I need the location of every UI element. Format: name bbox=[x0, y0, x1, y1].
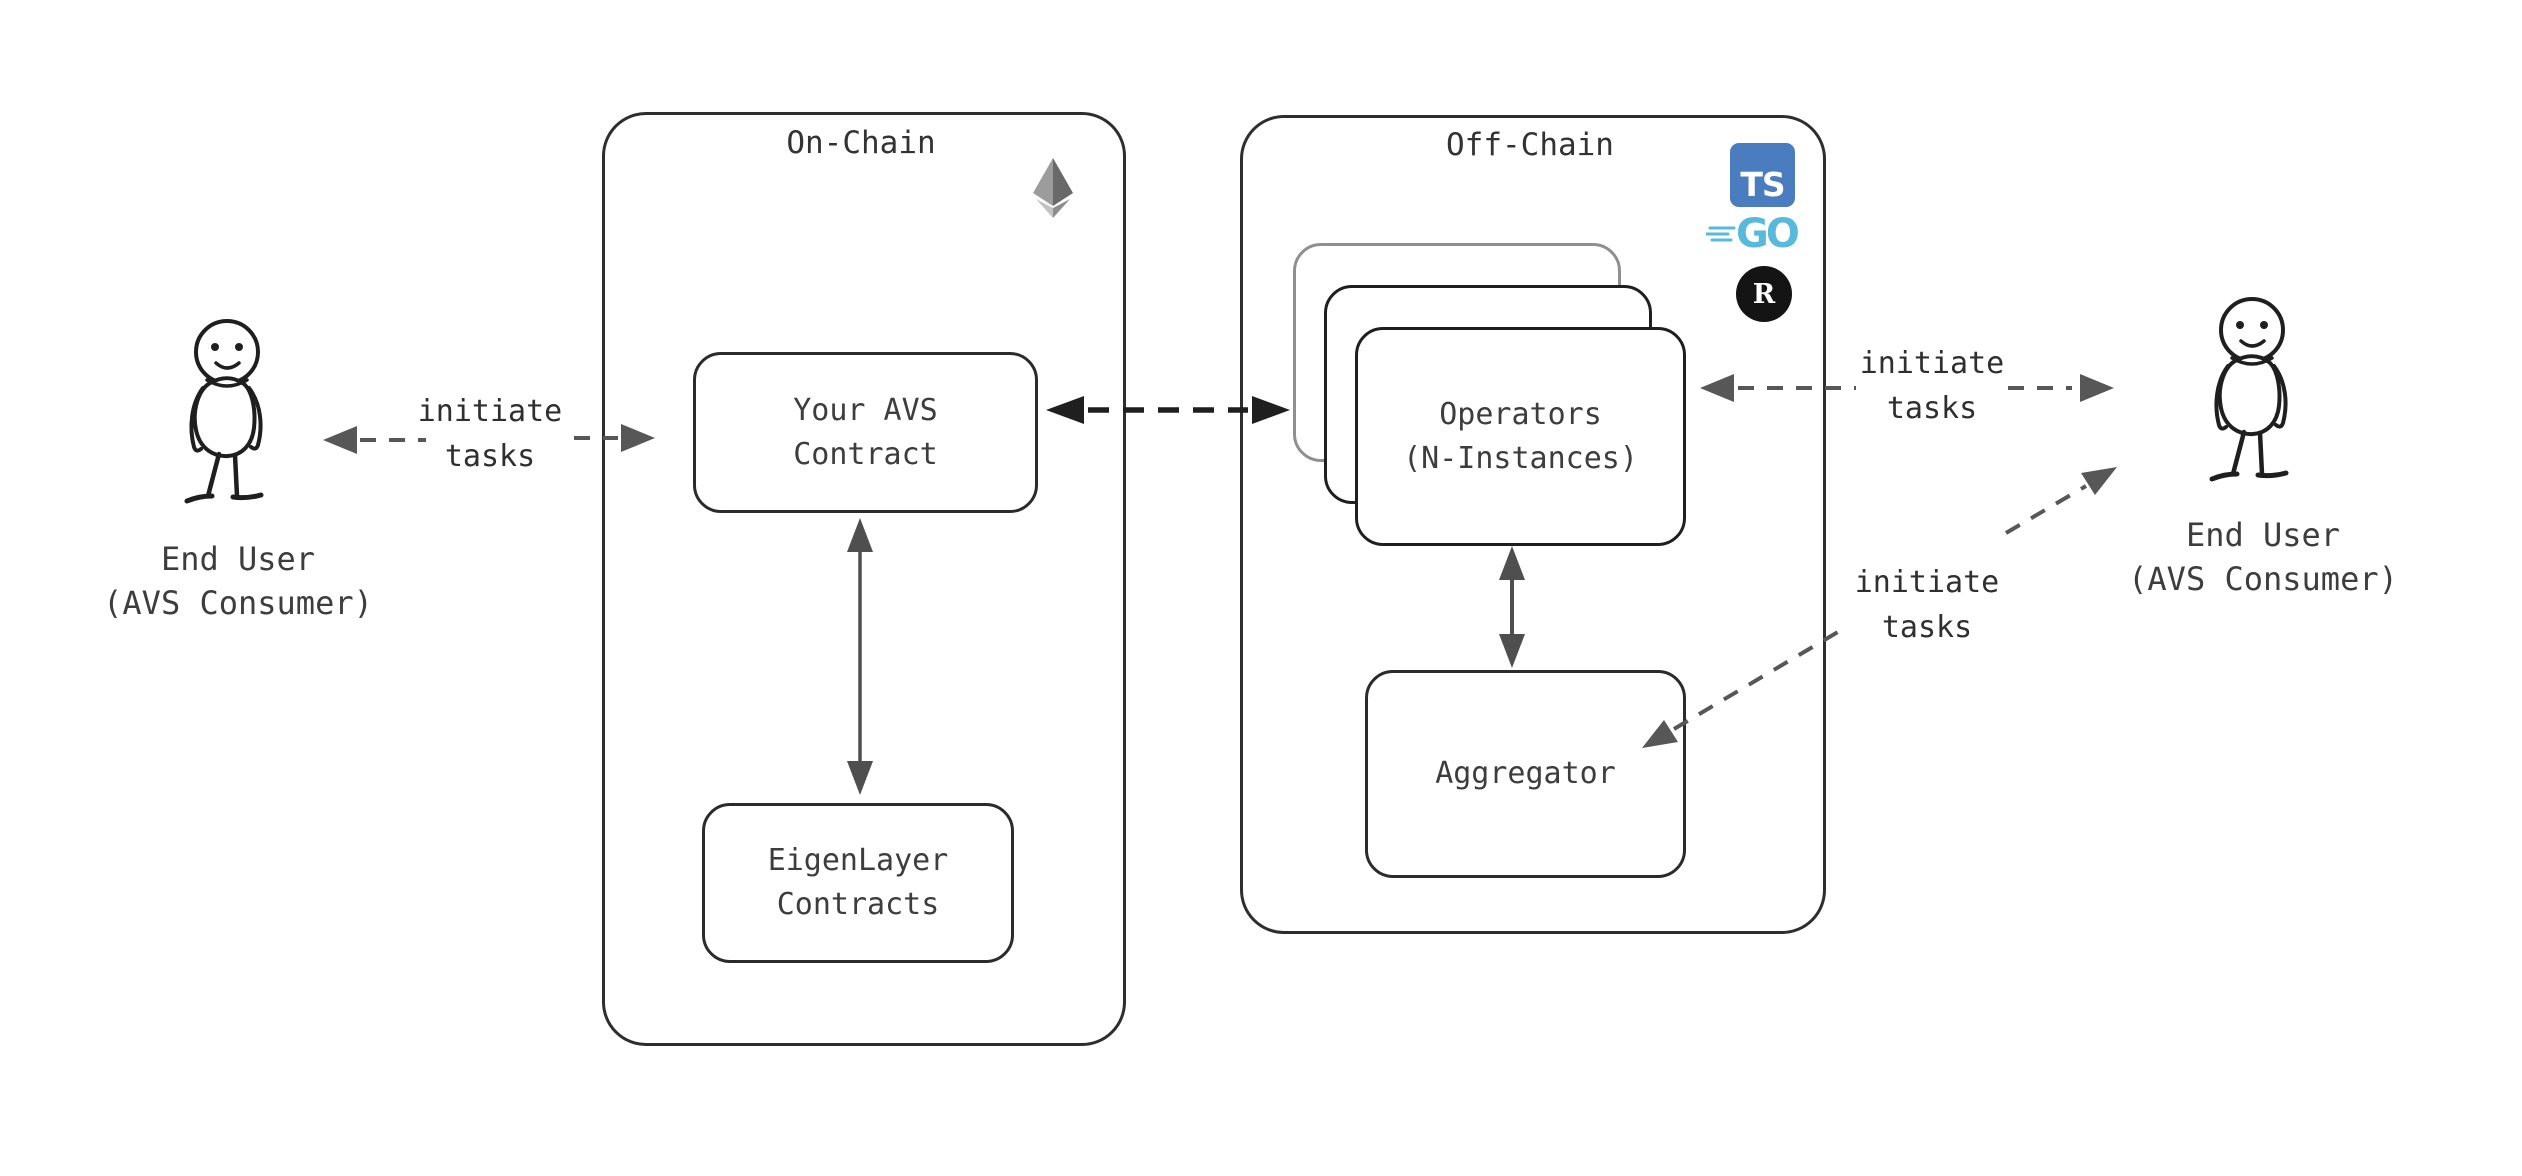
end-user-figure-left bbox=[187, 321, 261, 501]
initiate-tasks-label-right-top: initiate tasks bbox=[1859, 346, 2005, 426]
your-avs-contract-label: Your AVS Contract bbox=[793, 392, 938, 472]
go-icon-text: GO bbox=[1736, 211, 1800, 257]
initiate-tasks-label-right-bottom: initiate tasks bbox=[1854, 565, 2000, 645]
off-chain-container bbox=[1240, 115, 1826, 934]
aggregator-label: Aggregator bbox=[1435, 756, 1616, 791]
initiate-tasks-label-left: initiate tasks bbox=[417, 394, 563, 474]
on-chain-title: On-Chain bbox=[786, 125, 936, 161]
rust-icon: R bbox=[1736, 266, 1792, 322]
end-user-left-label: End User (AVS Consumer) bbox=[103, 540, 373, 622]
go-speed-lines-icon bbox=[1706, 226, 1736, 242]
typescript-icon-text: TS bbox=[1740, 165, 1785, 204]
on-chain-container bbox=[602, 112, 1126, 1046]
go-icon: GO bbox=[1706, 212, 1816, 256]
typescript-icon: TS bbox=[1730, 143, 1795, 207]
operators-label: Operators (N-Instances) bbox=[1403, 396, 1638, 476]
end-user-right-label: End User (AVS Consumer) bbox=[2128, 516, 2398, 598]
your-avs-contract-node: Your AVS Contract bbox=[693, 352, 1038, 513]
eigenlayer-contracts-node: EigenLayer Contracts bbox=[702, 803, 1014, 963]
end-user-figure-right bbox=[2212, 299, 2286, 479]
aggregator-node: Aggregator bbox=[1365, 670, 1686, 878]
rust-icon-text: R bbox=[1752, 278, 1776, 310]
eigenlayer-contracts-label: EigenLayer Contracts bbox=[767, 843, 949, 922]
operators-node: Operators (N-Instances) bbox=[1355, 327, 1686, 546]
off-chain-title: Off-Chain bbox=[1446, 127, 1614, 163]
